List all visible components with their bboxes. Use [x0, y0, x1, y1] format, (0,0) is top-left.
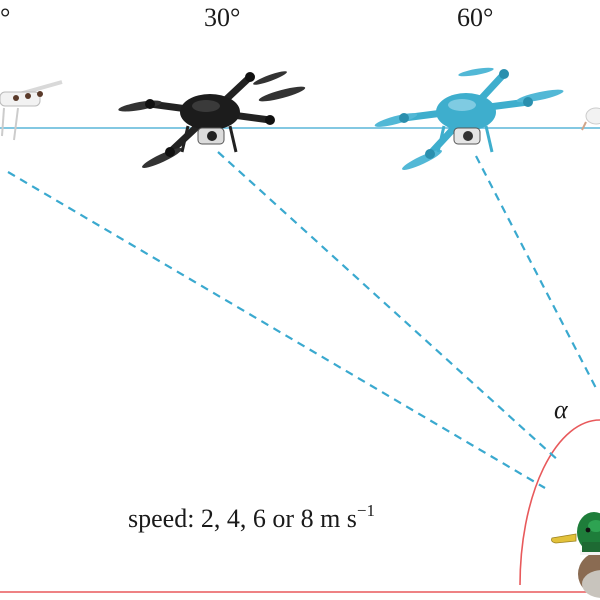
sight-line-left — [7, 171, 546, 489]
drone-white-icon — [0, 80, 63, 141]
drone-white-partial-icon — [581, 107, 600, 131]
angle-label-left: ° — [0, 3, 10, 32]
speed-main: speed: 2, 4, 6 or 8 m s — [128, 504, 357, 533]
angle-arc — [519, 419, 600, 586]
angle-label-30: 30° — [204, 3, 240, 32]
mallard-duck-icon — [551, 512, 600, 598]
alpha-label: α — [554, 395, 569, 424]
sight-lines — [7, 151, 599, 489]
angle-label-60: 60° — [457, 3, 493, 32]
sight-line-60 — [475, 155, 599, 393]
drone-black-icon — [118, 71, 306, 168]
drone-blue-icon — [374, 67, 564, 170]
sight-line-30 — [217, 151, 561, 463]
speed-text: speed: 2, 4, 6 or 8 m s−1 — [128, 501, 375, 533]
speed-exponent: −1 — [357, 501, 375, 520]
